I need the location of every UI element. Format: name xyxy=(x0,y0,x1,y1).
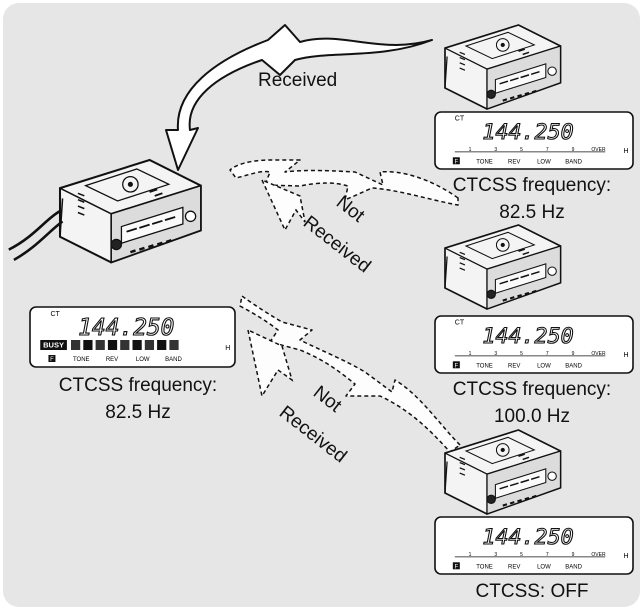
remote-radio-2-ct-indicator: CT xyxy=(455,320,465,327)
remote-radio-1-scale-mark: 9 xyxy=(572,147,575,153)
remote-radio-2-scale-mark: 1 xyxy=(469,351,472,357)
remote-radio-2-lcd-frame xyxy=(434,315,634,374)
remote-radio-2-scale-mark: 3 xyxy=(494,351,497,357)
remote-radio-1-key-rev: REV xyxy=(508,159,520,165)
not-received-arrow-1 xyxy=(229,159,459,232)
main-radio-busy-badge-bg xyxy=(40,340,67,350)
remote-radio-1-scale-mark: 1 xyxy=(469,147,472,153)
remote-radio-2-f-indicator: F xyxy=(454,363,458,369)
remote-radio-3-key-rev: REV xyxy=(508,564,520,570)
remote-radio-3-lcd-frame xyxy=(434,516,634,575)
remote-radio-1-scale-mark: 7 xyxy=(546,147,549,153)
remote-radio-1-scale-mark: 5 xyxy=(520,147,523,153)
not-received-arrow-2 xyxy=(239,295,461,453)
remote-radio-3-unit xyxy=(443,428,562,516)
main-radio-over-label: OVER xyxy=(192,344,210,350)
remote-radio-3-key-tone: TONE xyxy=(476,564,493,570)
main-radio-busy-badge: BUSY xyxy=(43,341,64,350)
remote-radio-2-key-rev: REV xyxy=(508,363,520,369)
main-radio-key-low: LOW xyxy=(136,357,150,363)
remote-radio-3-over-label: OVER xyxy=(591,552,606,558)
remote-radio-1-scale-mark: 3 xyxy=(494,147,497,153)
remote-radio-2-scale-mark: 9 xyxy=(572,351,575,357)
remote-radio-1-over-label: OVER xyxy=(591,147,606,153)
remote-radio-1-caption-line1: CTCSS frequency: xyxy=(452,175,612,196)
main-radio-key-band: BAND xyxy=(165,357,182,363)
main-radio-frequency-readout: 144.250 xyxy=(78,315,174,341)
main-radio-key-rev: REV xyxy=(106,357,118,363)
main-radio-caption-line2: 82.5 Hz xyxy=(105,402,171,423)
remote-radio-3-key-band: BAND xyxy=(565,564,582,570)
remote-radio-2-frequency-readout: 144.250 xyxy=(482,324,573,349)
received-label: Received xyxy=(258,70,338,91)
remote-radio-2-power-indicator: H xyxy=(624,352,629,359)
remote-radio-2-scale-mark: 5 xyxy=(520,351,523,357)
remote-radio-3-caption: CTCSS: OFF xyxy=(412,578,643,605)
main-radio-s-meter-segment xyxy=(169,340,179,350)
remote-radio-3-scale-mark: 3 xyxy=(494,552,497,558)
main-radio-f-indicator: F xyxy=(50,357,54,363)
main-radio-caption: CTCSS frequency: 82.5 Hz xyxy=(8,372,268,426)
remote-radio-3-scale-mark: 7 xyxy=(546,552,549,558)
remote-radio-1-f-indicator: F xyxy=(454,159,458,165)
remote-radio-1-f-indicator-bg xyxy=(452,157,460,165)
remote-radio-3-scale-mark: 5 xyxy=(520,552,523,558)
remote-radio-1-unit xyxy=(443,23,562,111)
remote-radio-2-unit xyxy=(443,223,562,311)
remote-radio-3-frequency-readout: 144.250 xyxy=(482,525,573,550)
main-radio-ct-indicator: CT xyxy=(51,311,61,318)
main-radio-lcd-frame xyxy=(29,306,236,368)
remote-radio-1-key-low: LOW xyxy=(537,159,551,165)
remote-radio-2-scale-mark: 7 xyxy=(546,351,549,357)
remote-radio-1-caption: CTCSS frequency: 82.5 Hz xyxy=(412,172,643,226)
remote-radio-2-over-label: OVER xyxy=(591,351,606,357)
main-radio-unit xyxy=(8,158,203,264)
main-radio-key-tone: TONE xyxy=(73,357,90,363)
remote-radio-2-f-indicator-bg xyxy=(452,361,460,369)
remote-radio-3-caption-line1: CTCSS: OFF xyxy=(475,581,589,602)
remote-radio-2-caption-line1: CTCSS frequency: xyxy=(452,379,612,400)
remote-radio-3-f-indicator: F xyxy=(454,564,458,570)
remote-radio-2-caption: CTCSS frequency: 100.0 Hz xyxy=(412,376,643,430)
remote-radio-1-caption-line2: 82.5 Hz xyxy=(499,202,565,223)
main-radio-s-meter-segment xyxy=(157,340,167,350)
remote-radio-3-f-indicator-bg xyxy=(452,562,460,570)
remote-radio-1-key-band: BAND xyxy=(565,159,582,165)
remote-radio-1-ct-indicator: CT xyxy=(455,116,465,123)
main-radio-f-indicator-bg xyxy=(48,355,56,362)
remote-radio-1-lcd-frame xyxy=(434,111,634,170)
remote-radio-3-scale-mark: 1 xyxy=(469,552,472,558)
main-radio-s-meter-segment xyxy=(120,340,130,350)
remote-radio-2-key-low: LOW xyxy=(537,363,551,369)
remote-radio-3-scale-mark: 9 xyxy=(572,552,575,558)
main-radio-caption-line1: CTCSS frequency: xyxy=(58,375,218,396)
remote-radio-2-caption-line2: 100.0 Hz xyxy=(493,406,571,427)
remote-radio-1-power-indicator: H xyxy=(624,148,629,155)
main-radio-s-meter-segment xyxy=(71,340,81,350)
main-radio-s-meter-segment xyxy=(95,340,105,350)
main-radio-s-meter-segment xyxy=(132,340,142,350)
received-arrow xyxy=(165,24,433,171)
remote-radio-1-frequency-readout: 144.250 xyxy=(482,120,573,145)
remote-radio-3-key-low: LOW xyxy=(537,564,551,570)
main-radio-power-indicator: H xyxy=(225,345,230,352)
remote-radio-1-key-tone: TONE xyxy=(476,159,493,165)
remote-radio-3-power-indicator: H xyxy=(624,553,629,560)
remote-radio-2-key-band: BAND xyxy=(565,363,582,369)
main-radio-s-meter-segment xyxy=(144,340,155,350)
remote-radio-2-key-tone: TONE xyxy=(476,363,493,369)
diagram-panel xyxy=(3,3,640,607)
main-radio-s-meter-segment xyxy=(107,340,118,350)
main-radio-s-meter-segment xyxy=(83,340,93,350)
